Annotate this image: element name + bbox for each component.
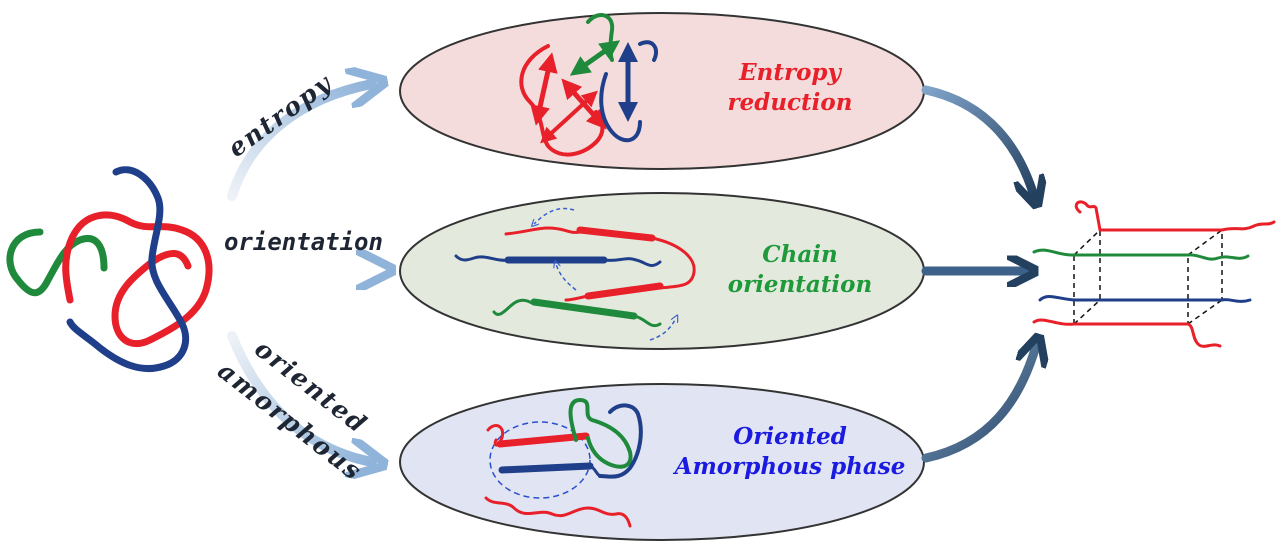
green-chain-left <box>492 298 536 316</box>
red-double-arrow-1 <box>530 52 558 126</box>
arrow-entropy <box>227 84 372 201</box>
blue-rod <box>498 462 594 474</box>
green-chain-right <box>632 314 662 328</box>
green-double-arrow <box>569 40 621 76</box>
crystal-green <box>1032 248 1250 261</box>
arrow-entropy-to-crystal <box>921 85 1034 196</box>
red-double-arrow-3 <box>540 90 598 144</box>
dashed-region <box>489 421 591 499</box>
label-entropy: entropy <box>222 68 337 163</box>
stage-entropy-reduction: Entropy reduction <box>399 12 925 170</box>
stage-oriented-amorphous: Oriented Amorphous phase <box>399 383 925 541</box>
red-chain-bottom-end <box>564 294 590 302</box>
arrow-amorphous-to-crystal <box>921 346 1036 463</box>
red-rod-bottom <box>584 282 664 300</box>
stage-amorphous-line2: Amorphous phase <box>673 453 906 480</box>
blue-chain-left <box>454 254 510 262</box>
crystal-red-top <box>1074 200 1276 232</box>
stage-amorphous-line1: Oriented <box>733 423 847 450</box>
crystal-box-back <box>1099 229 1223 301</box>
stage-chain-line1: Chain <box>762 241 837 268</box>
crystal-structure <box>1032 200 1276 348</box>
red-rod-top <box>576 226 656 242</box>
stage-chain-line2: orientation <box>728 271 873 298</box>
coil-blue-chain <box>66 166 190 373</box>
dashed-arrow-middle <box>556 264 577 291</box>
dashed-arrow-bottom <box>649 318 676 341</box>
stage-entropy-line1: Entropy <box>738 59 842 86</box>
green-rod <box>530 298 638 320</box>
coil-red-chain <box>62 211 213 348</box>
crystal-blue <box>1038 294 1252 303</box>
red-chain-top <box>504 226 582 236</box>
blue-chain-tail <box>588 464 604 478</box>
red-rod <box>496 432 590 448</box>
crystal-red-bottom <box>1032 318 1222 348</box>
crystal-box-front <box>1073 254 1189 325</box>
arrow-oriented-amorphous <box>227 331 372 462</box>
blue-chain <box>599 40 659 143</box>
green-hook <box>568 397 633 469</box>
blue-chain-upper <box>598 403 643 479</box>
red-chain-loop <box>519 44 605 157</box>
stage-entropy-line2: reduction <box>728 89 853 116</box>
dashed-arrow-top <box>534 207 575 224</box>
label-orientation: orientation <box>224 228 383 256</box>
red-chain-fold <box>650 236 696 290</box>
stage-chain-orientation: Chain orientation <box>399 192 925 350</box>
output-arrows <box>921 85 1036 463</box>
blue-chain-right <box>602 257 662 267</box>
coil-green-chain <box>6 228 108 297</box>
red-chain-lower <box>484 496 632 528</box>
crystal-box-edges <box>1073 229 1223 325</box>
pathway-arrows <box>227 84 380 462</box>
random-coil <box>6 166 213 373</box>
